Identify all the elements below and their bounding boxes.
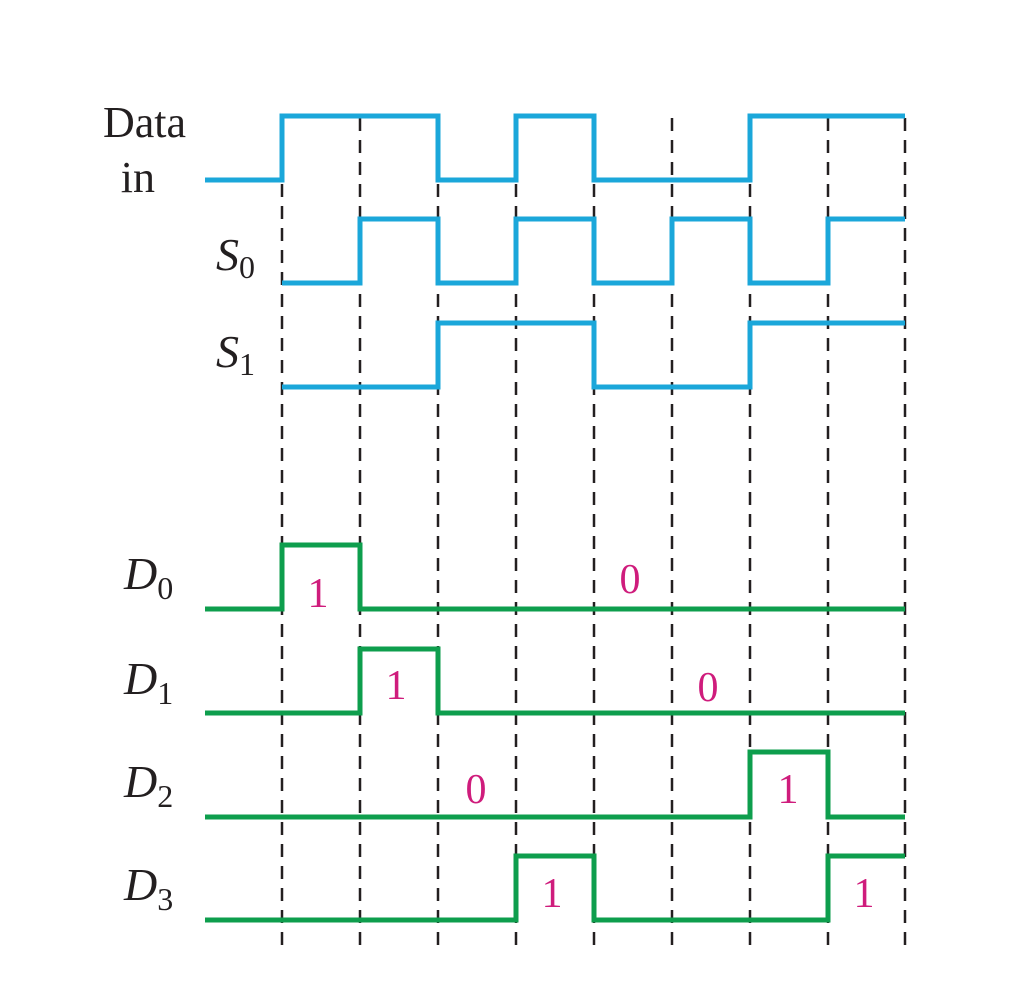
- d1-waveform: [205, 646, 905, 716]
- d2-label-subscript: 2: [157, 778, 173, 814]
- d0-label-subscript: 0: [157, 570, 173, 606]
- d3-waveform: [205, 853, 905, 923]
- d1-label: D1: [123, 653, 173, 711]
- d3-bit-1b: 1: [854, 871, 875, 917]
- d3-label: D3: [123, 859, 173, 917]
- d0-bit-1: 1: [308, 571, 329, 617]
- s1-label: S1: [216, 326, 255, 382]
- s1-waveform: [282, 320, 905, 390]
- d3-label-subscript: 3: [157, 881, 173, 917]
- d0-label: D0: [123, 548, 173, 606]
- d3-bit-1: 1: [542, 871, 563, 917]
- s0-label: S0: [216, 229, 255, 285]
- d0-waveform: [205, 542, 905, 612]
- d2-bit-1: 1: [778, 767, 799, 813]
- d1-label-base: D: [123, 653, 157, 704]
- d0-bit-0: 0: [620, 557, 641, 603]
- s1-label-base: S: [216, 326, 239, 377]
- d2-bit-0: 0: [466, 767, 487, 813]
- d1-bit-0: 0: [698, 665, 719, 711]
- s0-waveform: [282, 216, 905, 286]
- d2-label: D2: [123, 756, 173, 814]
- s1-label-subscript: 1: [239, 346, 255, 382]
- d1-label-subscript: 1: [157, 675, 173, 711]
- d0-label-base: D: [123, 548, 157, 599]
- d3-label-base: D: [123, 859, 157, 910]
- d2-label-base: D: [123, 756, 157, 807]
- d1-bit-1: 1: [386, 663, 407, 709]
- s0-label-subscript: 0: [239, 249, 255, 285]
- s0-label-base: S: [216, 229, 239, 280]
- data-in-label-line2: in: [121, 153, 155, 202]
- d2-waveform: [205, 749, 905, 820]
- data-in-waveform: [205, 113, 905, 183]
- data-in-label-line1: Data: [103, 98, 186, 147]
